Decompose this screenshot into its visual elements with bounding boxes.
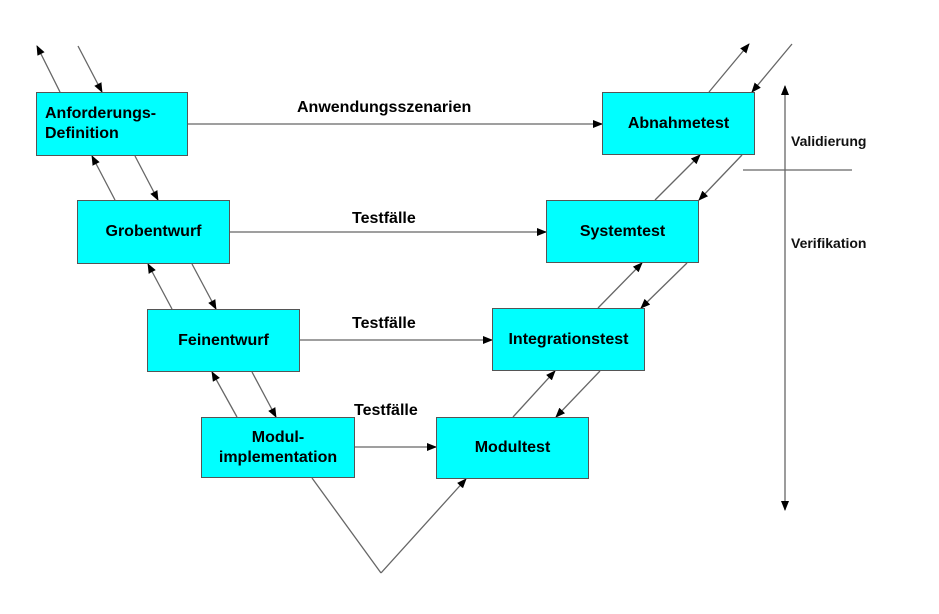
box-modul-implementation: Modul- implementation — [201, 417, 355, 478]
label-validierung: Validierung — [791, 133, 867, 149]
arrow-right-up-3 — [512, 370, 556, 418]
arrow-right-up-2 — [597, 262, 643, 309]
arrow-left-up-top — [36, 45, 61, 93]
box-abnahmetest: Abnahmetest — [602, 92, 755, 155]
arrow-left-down-top — [77, 45, 103, 93]
box-anforderungs-line2: Definition — [45, 125, 119, 142]
arrow-right-up-top — [708, 43, 750, 93]
box-grobentwurf: Grobentwurf — [77, 200, 230, 264]
box-anforderungs-line1: Anforderungs- — [45, 105, 157, 122]
arrow-left-up-2 — [147, 263, 173, 310]
arrow-right-down-2 — [640, 262, 688, 309]
box-integrationstest-label: Integrationstest — [508, 330, 629, 348]
box-modultest: Modultest — [436, 417, 589, 479]
box-systemtest-label: Systemtest — [579, 222, 666, 240]
v-bottom-right — [380, 478, 467, 574]
v-bottom-left — [311, 477, 382, 574]
box-feinentwurf: Feinentwurf — [147, 309, 300, 372]
box-modul-line1: Modul- — [251, 428, 305, 446]
box-anforderungs-definition: Anforderungs- Definition — [36, 92, 188, 156]
box-grobentwurf-label: Grobentwurf — [105, 223, 202, 240]
arrow-left-up-1 — [91, 155, 116, 201]
label-testfaelle-3: Testfälle — [354, 402, 418, 419]
arrow-right-down-1 — [698, 154, 743, 201]
box-abnahmetest-label: Abnahmetest — [627, 114, 730, 132]
label-verifikation: Verifikation — [791, 235, 867, 251]
arrow-left-up-3 — [211, 371, 238, 418]
label-testfaelle-1: Testfälle — [352, 210, 416, 227]
label-anwendungsszenarien: Anwendungsszenarien — [297, 99, 472, 116]
box-integrationstest: Integrationstest — [492, 308, 645, 371]
arrow-left-down-1 — [134, 155, 159, 201]
box-modultest-label: Modultest — [474, 439, 551, 456]
box-modul-line2: implementation — [218, 448, 338, 466]
arrow-right-down-top — [751, 43, 793, 93]
arrow-right-down-3 — [555, 370, 601, 418]
arrow-left-down-2 — [191, 263, 217, 310]
arrow-right-up-1 — [654, 154, 701, 201]
arrow-left-down-3 — [251, 371, 277, 418]
label-testfaelle-2: Testfälle — [352, 315, 416, 332]
box-feinentwurf-label: Feinentwurf — [178, 331, 269, 349]
box-systemtest: Systemtest — [546, 200, 699, 263]
